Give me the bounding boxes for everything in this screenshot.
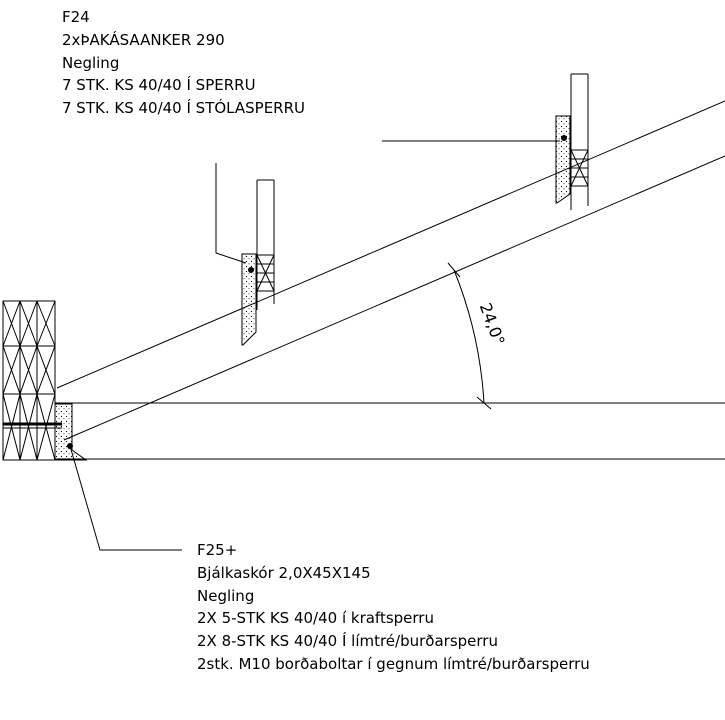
note-f24-line: 7 STK. KS 40/40 Í SPERRU <box>62 76 256 95</box>
rafter-anchor-plate-upper <box>555 115 571 204</box>
note-f25: F25+ Bjálkaskór 2,0X45X145 Negling 2X 5-… <box>197 539 590 676</box>
note-f25-line: Negling <box>197 586 255 605</box>
joist-hanger-f25 <box>54 403 88 461</box>
note-f25-line: 2X 5-STK KS 40/40 í kraftsperru <box>197 609 434 628</box>
horizontal-beam <box>55 402 725 460</box>
note-f25-line: Bjálkaskór 2,0X45X145 <box>197 563 371 582</box>
note-f25-line: 2stk. M10 borðaboltar í gegnum límtré/bu… <box>197 654 590 673</box>
middle-vertical-member <box>241 179 275 346</box>
note-f25-line: F25+ <box>197 541 238 559</box>
upper-vertical-member <box>555 73 589 210</box>
note-f24-line: 7 STK. KS 40/40 Í STÓLASPERRU <box>62 99 306 118</box>
note-f24: F24 2xÞAKÁSAANKER 290 Negling 7 STK. KS … <box>62 6 305 120</box>
leader-lines <box>69 140 560 551</box>
note-f24-line: F24 <box>62 8 90 26</box>
middle-member-cross-bracing <box>256 254 275 292</box>
inclined-rafter <box>56 100 725 441</box>
rafter-anchor-plate-middle <box>241 253 257 346</box>
note-f25-line: 2X 8-STK KS 40/40 Í límtré/burðarsperru <box>197 632 498 651</box>
note-f24-line: 2xÞAKÁSAANKER 290 <box>62 30 225 49</box>
angle-label: 24,0° <box>476 300 509 347</box>
note-f24-line: Negling <box>62 53 120 72</box>
through-bolt <box>3 422 62 429</box>
leader-f25 <box>69 445 182 551</box>
leader-f24-middle <box>215 163 247 264</box>
upper-member-cross-bracing <box>570 149 589 187</box>
post-cross-bracing <box>2 300 56 461</box>
left-support-post <box>2 300 56 461</box>
angle-dimension <box>447 262 492 410</box>
